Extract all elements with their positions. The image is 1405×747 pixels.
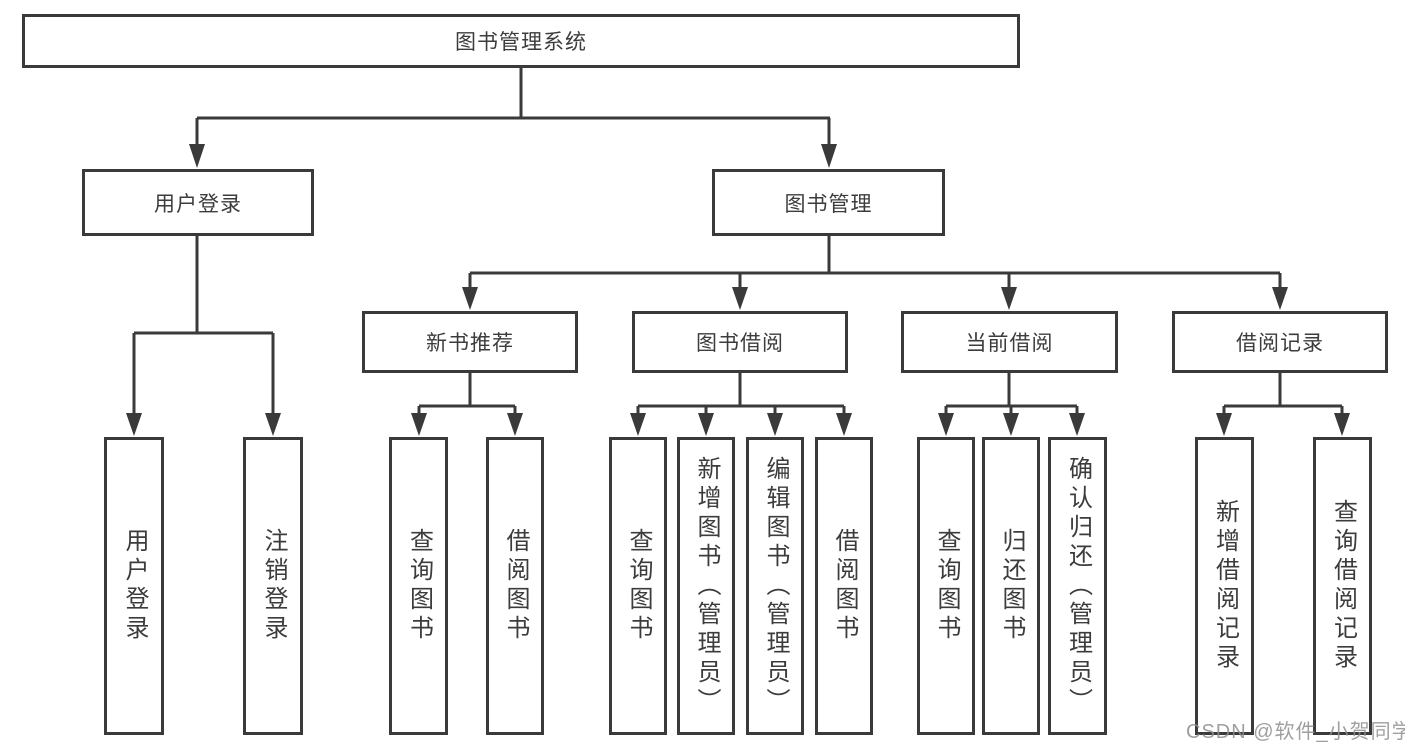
leaf-add-book-admin: 新增图书（管理员） xyxy=(677,437,735,735)
leaf-query-book-1: 查询图书 xyxy=(389,437,448,735)
node-borrow-record: 借阅记录 xyxy=(1172,311,1388,373)
branch-root xyxy=(189,68,837,168)
leaf-confirm-return-admin: 确认归还（管理员） xyxy=(1048,437,1107,735)
node-root-system: 图书管理系统 xyxy=(22,14,1020,68)
leaf-query-book-2: 查询图书 xyxy=(609,437,667,735)
branch-borrow-record xyxy=(1216,373,1350,436)
node-book-borrow: 图书借阅 xyxy=(632,311,848,373)
leaf-borrow-book-2: 借阅图书 xyxy=(815,437,873,735)
csdn-watermark: CSDN @软件_小贺同学 xyxy=(1186,721,1405,743)
leaf-query-book-3: 查询图书 xyxy=(917,437,975,735)
node-user-login: 用户登录 xyxy=(82,169,314,236)
branch-book-borrow xyxy=(630,373,852,436)
leaf-query-borrow-record: 查询借阅记录 xyxy=(1313,437,1372,735)
node-book-management: 图书管理 xyxy=(712,169,945,236)
leaf-logout: 注销登录 xyxy=(243,437,303,735)
leaf-borrow-book-1: 借阅图书 xyxy=(486,437,544,735)
branch-book-management xyxy=(462,236,1288,310)
branch-user-login xyxy=(126,236,281,436)
branch-current-borrow xyxy=(938,373,1085,436)
leaf-edit-book-admin: 编辑图书（管理员） xyxy=(746,437,804,735)
branch-new-book-recommend xyxy=(411,373,523,436)
node-new-book-recommend: 新书推荐 xyxy=(362,311,578,373)
leaf-user-login: 用户登录 xyxy=(104,437,164,735)
leaf-add-borrow-record: 新增借阅记录 xyxy=(1195,437,1254,735)
node-current-borrow: 当前借阅 xyxy=(901,311,1118,373)
leaf-return-book: 归还图书 xyxy=(982,437,1040,735)
